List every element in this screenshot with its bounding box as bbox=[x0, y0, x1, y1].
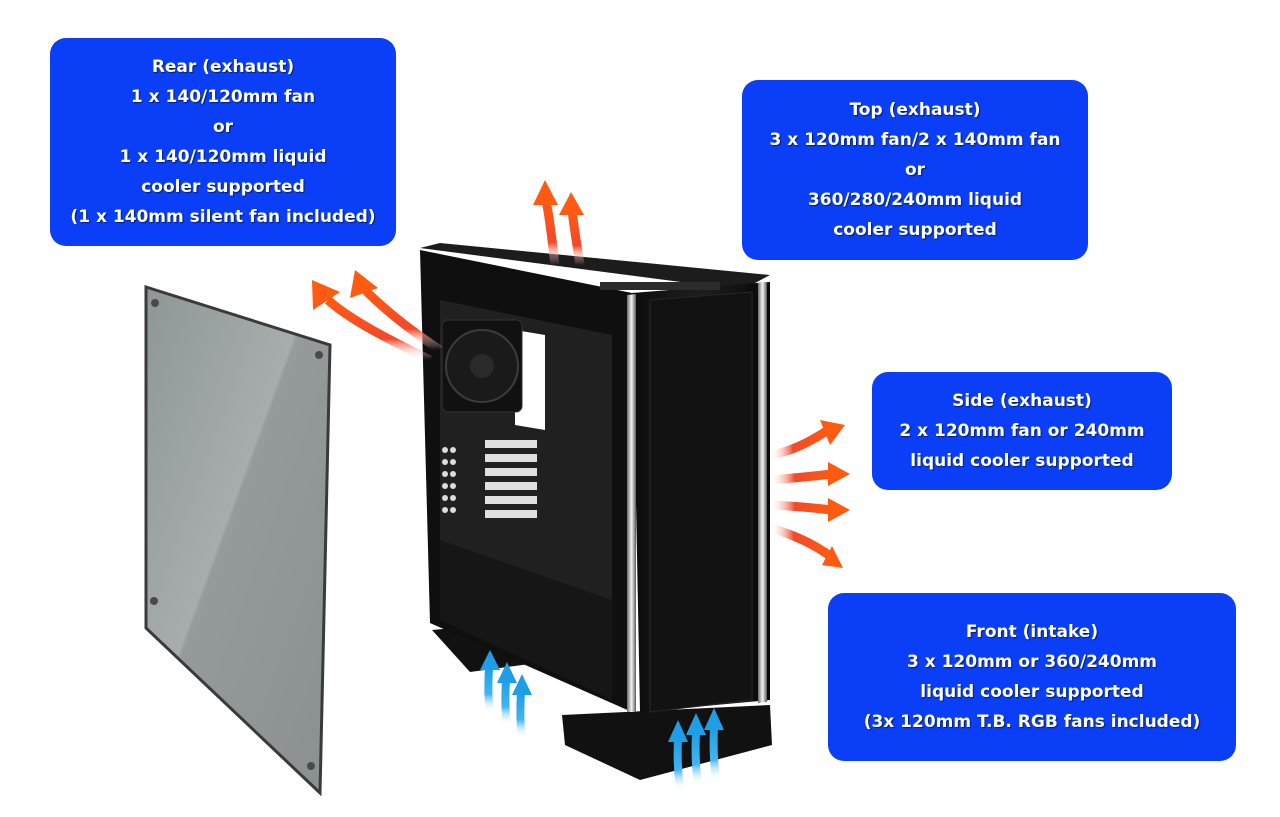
callout-line: 360/280/240mm liquid bbox=[807, 190, 1023, 210]
callout-line: (3x 120mm T.B. RGB fans included) bbox=[863, 712, 1201, 732]
callout-line: cooler supported bbox=[141, 177, 305, 197]
callout-line: 3 x 120mm or 360/240mm bbox=[906, 652, 1158, 672]
side-exhaust-arrows bbox=[768, 420, 850, 568]
callout-line: 2 x 120mm fan or 240mm bbox=[899, 421, 1145, 441]
callout-line: or bbox=[212, 117, 234, 137]
callout-title: Side (exhaust) bbox=[952, 391, 1092, 411]
callout-title: Rear (exhaust) bbox=[151, 57, 295, 77]
rear-exhaust-callout: Rear (exhaust) 1 x 140/120mm fan or 1 x … bbox=[50, 38, 396, 246]
bottom-intake-arrows bbox=[480, 650, 532, 739]
side-exhaust-callout: Side (exhaust) 2 x 120mm fan or 240mm li… bbox=[872, 372, 1172, 490]
case-body bbox=[420, 243, 772, 780]
callout-title: Front (intake) bbox=[965, 622, 1099, 642]
callout-line: 3 x 120mm fan/2 x 140mm fan bbox=[769, 130, 1061, 150]
callout-line: cooler supported bbox=[833, 220, 997, 240]
rear-fan bbox=[441, 319, 523, 413]
callout-line: 1 x 140/120mm liquid bbox=[119, 147, 327, 167]
top-exhaust-callout: Top (exhaust) 3 x 120mm fan/2 x 140mm fa… bbox=[742, 80, 1088, 260]
callout-title: Top (exhaust) bbox=[849, 100, 981, 120]
rear-exhaust-arrows bbox=[312, 270, 443, 365]
top-exhaust-arrows bbox=[533, 180, 585, 266]
callout-line: liquid cooler supported bbox=[910, 451, 1134, 471]
callout-line: 1 x 140/120mm fan bbox=[130, 87, 316, 107]
rear-vent bbox=[442, 447, 456, 513]
pcie-slots bbox=[485, 440, 537, 518]
glass-side-panel bbox=[144, 284, 332, 797]
callout-line: liquid cooler supported bbox=[920, 682, 1144, 702]
callout-line: or bbox=[904, 160, 926, 180]
front-intake-arrows bbox=[668, 708, 724, 791]
front-intake-callout: Front (intake) 3 x 120mm or 360/240mm li… bbox=[828, 593, 1236, 761]
callout-line: (1 x 140mm silent fan included) bbox=[70, 207, 376, 227]
